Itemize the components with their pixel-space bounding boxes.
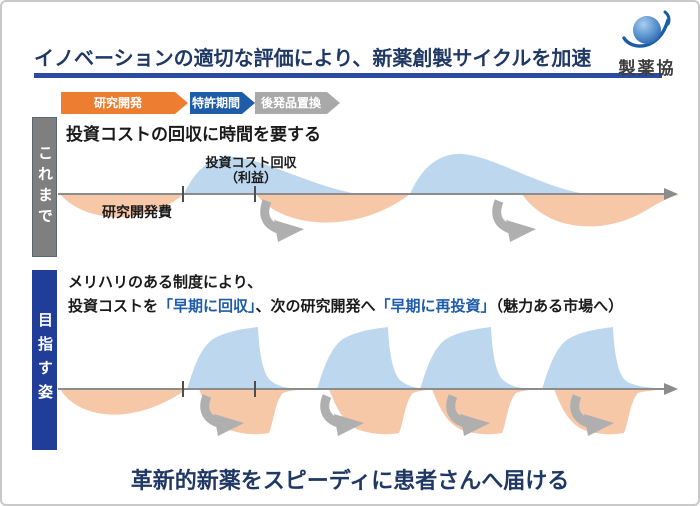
globe-swoosh-icon (622, 10, 671, 48)
profit-wave (184, 156, 352, 194)
profit-wave (317, 327, 430, 389)
phase-arrow-generic: 後発品置換 (255, 92, 340, 114)
label-cost-recovery-sub: （利益） (224, 170, 277, 185)
footer-message: 革新的新薬をスピーディに患者さんへ届ける (130, 468, 570, 493)
rd-cost-wave (522, 194, 678, 227)
rd-cost-wave (60, 389, 187, 415)
title-underline (34, 73, 662, 78)
sidebar-text: 目指す姿 (36, 312, 53, 408)
cycle-arrow-icon (570, 394, 614, 436)
axis-arrowhead (664, 383, 678, 395)
sidebar-text: これまで (36, 145, 53, 229)
label-rd-cost: 研究開発費 (102, 204, 172, 220)
goal-text-line2: 投資コストを「早期に回収」、次の研究開発へ「早期に再投資」（魅力ある市場へ） (68, 295, 623, 316)
goal-text-part: 、次の研究開発へ (255, 298, 376, 315)
wave-chart-goal (58, 327, 678, 436)
sidebar-label-past: これまで (32, 117, 57, 257)
goal-text-highlight: 「早期に回収」 (158, 298, 256, 315)
phase-arrow-patent: 特許期間 (190, 92, 255, 114)
label-cost-recovery: 投資コスト回収 （利益） (192, 155, 310, 185)
goal-text-highlight: 「早期に再投資」 (375, 298, 496, 315)
logo-text: 製薬協 (618, 59, 676, 78)
cycle-arrow-icon (446, 394, 490, 436)
goal-text-part: （魅力ある市場へ） (495, 298, 624, 315)
rd-cost-wave (256, 194, 410, 223)
profit-wave (410, 153, 580, 194)
goal-text-line1: メリハリのある制度により、 (68, 274, 263, 291)
cycle-arrow-icon (492, 199, 536, 242)
axis-arrowhead (664, 188, 678, 200)
phase-label: 後発品置換 (260, 96, 321, 110)
sidebar-label-goal: 目指す姿 (32, 270, 57, 450)
wave-chart-past (58, 153, 678, 242)
cycle-arrow-icon (260, 199, 304, 242)
cycle-arrow-icon (200, 394, 244, 436)
phase-label: 研究開発 (93, 96, 142, 110)
profit-wave (187, 327, 300, 389)
jpma-logo: 製薬協 (612, 8, 682, 78)
profit-wave (420, 327, 533, 389)
profit-wave (542, 327, 678, 389)
phase-label: 特許期間 (191, 96, 240, 110)
goal-text-part: 投資コストを (68, 298, 159, 315)
label-cost-recovery-title: 投資コスト回収 (205, 155, 297, 170)
phase-arrow-research: 研究開発 (61, 92, 188, 114)
rd-cost-wave (60, 194, 184, 218)
cycle-arrow-icon (320, 394, 364, 436)
section-heading-past: 投資コストの回収に時間を要する (66, 125, 321, 144)
page-title: イノベーションの適切な評価により、新薬創製サイクルを加速 (34, 48, 592, 70)
